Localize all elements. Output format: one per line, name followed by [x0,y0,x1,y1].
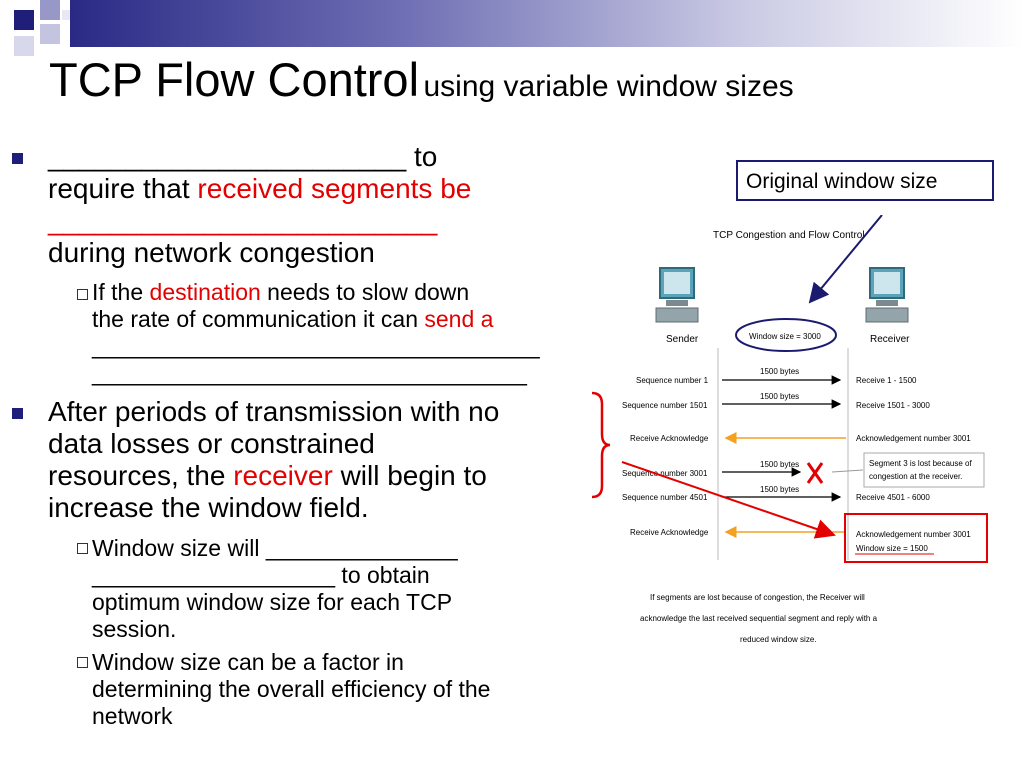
tcp-diagram: TCP Congestion and Flow Control Sender R… [621,215,988,644]
bullet-1: _______________________ to require that … [48,141,608,269]
title-main: TCP Flow Control [49,53,420,106]
bullet-text: After periods of transmission with no [48,396,500,427]
bytes-label: 1500 bytes [760,460,799,469]
bullet-marker [12,153,23,164]
row-label-right: Acknowledgement number 3001 [856,434,971,443]
blank: __________________________________ [92,360,527,386]
callout-label: Original window size [746,170,938,193]
red-bracket [591,391,611,499]
highlight-text: send a [424,306,494,332]
bullet-text: network [92,703,173,729]
row-label-left: Sequence number 1 [636,376,709,385]
highlight-text: destination [149,279,261,305]
bullet-text: optimum window size for each TCP [92,589,453,615]
sub-bullet-2: Window size will _______________ _______… [92,535,602,643]
red-pointer-arrow [621,461,836,539]
highlight-text: receiver [233,460,333,491]
title-subtitle: using variable window sizes [423,70,794,103]
row-label-left: Sequence number 1501 [622,401,708,410]
bullet-text: needs to slow down [260,279,470,305]
blank: ___________________________________ [92,333,540,359]
blank: _________________________ [48,205,438,236]
row-label-right: Window size = 1500 [856,544,928,553]
bytes-label: 1500 bytes [760,392,799,401]
sub-bullet-3: Window size can be a factor in determini… [92,649,602,730]
sender-computer-icon [655,267,699,323]
bytes-label: 1500 bytes [760,367,799,376]
row-label-right: Receive 1501 - 3000 [856,401,930,410]
bullet-text: will begin to [332,460,487,491]
bullet-text: to [406,141,438,172]
row-label-left: Sequence number 3001 [622,469,708,478]
bullet-2: After periods of transmission with no da… [48,396,608,524]
bullet-text: session. [92,616,177,642]
bullet-text: require that [48,173,198,204]
sender-label: Sender [666,334,699,345]
bullet-text: ___________________ to obtain [92,562,430,588]
highlight-box [844,513,988,563]
bullet-text: during network congestion [48,237,375,268]
bullet-marker [12,408,23,419]
bullet-text: resources, the [48,460,234,491]
bullet-text: Window size can be a factor in [92,649,404,675]
header-gradient-bar [70,0,1024,47]
row-label-left: Receive Acknowledge [630,434,709,443]
lost-x-icon [806,462,824,484]
bullet-text: determining the overall efficiency of th… [92,676,491,702]
sub-bullet-marker [77,289,88,300]
diagram-caption: acknowledge the last received sequential… [640,614,878,623]
bullet-text: If the [92,279,150,305]
highlight-text: received segments be [197,173,472,204]
receiver-computer-icon [865,267,909,323]
row-label-left: Receive Acknowledge [630,528,709,537]
bullet-text: the rate of communication it can [92,306,425,332]
original-window-callout: Original window size [736,160,994,201]
callout-arrow [808,215,883,304]
slide-title: TCP Flow Control using variable window s… [49,52,794,107]
bullet-text: data losses or constrained [48,428,375,459]
window-size-label: Window size = 3000 [749,332,821,341]
sub-bullet-marker [77,657,88,668]
blank: _______________________ [48,141,407,172]
row-label-right: Acknowledgement number 3001 [856,530,971,539]
sub-bullet-marker [77,543,88,554]
sub-bullet-1: If the destination needs to slow down th… [92,279,602,387]
diagram-caption: reduced window size. [740,635,816,644]
row-label-left: Sequence number 4501 [622,493,708,502]
diagram-caption: If segments are lost because of congesti… [650,593,865,602]
lost-note-text: Segment 3 is lost because of [869,459,973,468]
lost-note-box [863,452,985,488]
lost-note-text: congestion at the receiver. [869,472,962,481]
window-size-ellipse [735,318,837,352]
receiver-label: Receiver [870,334,910,345]
row-label-right: Receive 4501 - 6000 [856,493,930,502]
bullet-text: Window size will _______________ [92,535,458,561]
bullet-text: increase the window field. [48,492,369,523]
diagram-title: TCP Congestion and Flow Control [713,230,865,241]
row-label-right: Receive 1 - 1500 [856,376,917,385]
bytes-label: 1500 bytes [760,485,799,494]
note-pointer [831,469,864,473]
